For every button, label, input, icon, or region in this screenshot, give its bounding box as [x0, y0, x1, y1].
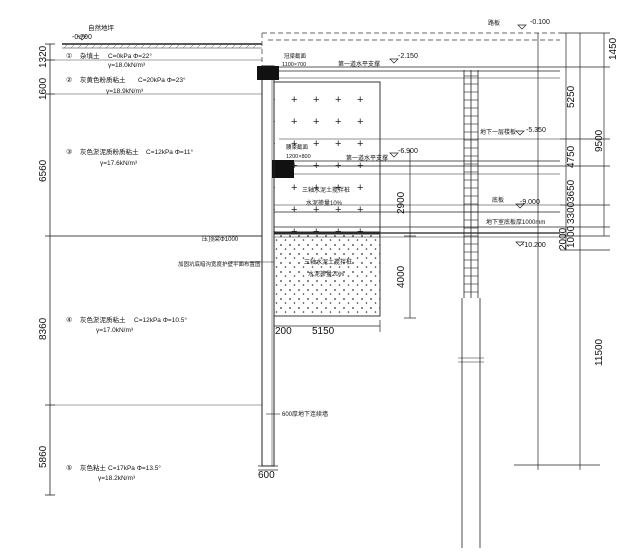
left-dim-5: 5860: [38, 445, 49, 468]
left-dim-2: 1600: [38, 77, 49, 100]
upper-reinforced-zone: [273, 81, 381, 233]
svg-text:C=12kPa Φ=11°: C=12kPa Φ=11°: [146, 148, 193, 156]
svg-text:γ=17.6kN/m³: γ=17.6kN/m³: [100, 160, 138, 167]
svg-text:灰色淤泥质粉质粘土: 灰色淤泥质粉质粘土: [80, 147, 139, 156]
right-dim-total-2: 11500: [594, 338, 605, 366]
zone-dim-1: 2900: [396, 191, 407, 214]
soil-layer-1: ① 杂填土 C=0kPa Φ=22° γ=18.0kN/m³: [66, 51, 152, 69]
soil-layer-2: ② 灰黄色粉质粘土 C=20kPa Φ=23° γ=18.9kN/m³: [66, 75, 186, 95]
wall-note: 600厚地下连续墙: [282, 410, 328, 418]
capping-beam: [257, 66, 279, 80]
capping-beam-label: 冠梁截面: [284, 52, 307, 60]
ground-elev: -0.700: [72, 34, 92, 41]
elevation-markers: [77, 24, 527, 247]
left-dimension-line: [45, 43, 55, 496]
ground-hatch: [63, 43, 258, 49]
floor-elev: -5.350: [526, 127, 546, 134]
svg-text:②: ②: [66, 76, 72, 84]
ground-surface: [62, 43, 262, 49]
svg-text:⑤: ⑤: [66, 464, 72, 472]
layer-boundaries: [50, 59, 262, 406]
right-dimension-lines: [404, 32, 610, 470]
right-dim-5: 3300: [566, 201, 577, 224]
right-dim-6: 2000: [558, 227, 569, 250]
strut2-elev: -6.900: [398, 148, 418, 155]
svg-text:C=0kPa Φ=22°: C=0kPa Φ=22°: [108, 52, 152, 60]
capping-beam-size: 1100×700: [282, 62, 306, 68]
right-dim-3: 4750: [566, 145, 577, 168]
soil-layer-5: ⑤ 灰色粘土 C=17kPa Φ=13.5° γ=18.2kN/m³: [66, 463, 161, 482]
strut1-elev: -2.150: [398, 53, 418, 60]
right-dim-4: 3650: [566, 179, 577, 202]
lower-reinforced-zone: [273, 233, 381, 317]
svg-text:灰黄色粉质粘土: 灰黄色粉质粘土: [80, 75, 126, 84]
svg-text:③: ③: [66, 148, 72, 156]
svg-text:C=17kPa Φ=13.5°: C=17kPa Φ=13.5°: [108, 464, 161, 472]
left-dim-1: 1320: [38, 45, 49, 68]
svg-text:灰色淤泥质粘土: 灰色淤泥质粘土: [80, 315, 126, 324]
svg-text:γ=17.0kN/m³: γ=17.0kN/m³: [96, 327, 134, 334]
lower-mix-line2: 水泥掺量20%: [308, 270, 345, 278]
bottom-pile-dim: 600: [258, 470, 275, 481]
paving-label: 路板: [488, 19, 500, 27]
strut1-label: 第一道水平支撑: [338, 60, 380, 68]
column-ties: [464, 75, 478, 293]
left-dim-3: 6560: [38, 159, 49, 182]
soil-layer-3: ③ 灰色淤泥质粉质粘土 C=12kPa Φ=11° γ=17.6kN/m³: [66, 147, 193, 167]
left-dim-4: 8360: [38, 317, 49, 340]
floor-label: 地下一层楼板: [480, 128, 516, 136]
reinforce-note: 加固坑底暗沟宽度护壁平面布置图: [178, 260, 261, 268]
strut2-label: 第一道水平支撑: [346, 154, 388, 162]
base-bottom-elev: -10.200: [522, 242, 546, 249]
base-elev: -9.000: [520, 199, 540, 206]
svg-text:γ=18.2kN/m³: γ=18.2kN/m³: [98, 475, 136, 482]
svg-text:④: ④: [66, 316, 72, 324]
ground-label: 自然地坪: [88, 23, 115, 32]
svg-text:C=12kPa Φ=10.5°: C=12kPa Φ=10.5°: [134, 316, 187, 324]
bottom-dim-2: 5150: [312, 326, 335, 337]
svg-text:①: ①: [66, 52, 72, 60]
base-label: 底板: [492, 196, 504, 204]
bottom-dim-1: 200: [275, 326, 292, 337]
right-dim-2: 5250: [566, 85, 577, 108]
right-dim-total-1: 9500: [594, 129, 605, 152]
pile-note: 压顶梁Φ1000: [202, 235, 239, 243]
right-dim-1: 1450: [608, 37, 619, 60]
svg-text:γ=18.9kN/m³: γ=18.9kN/m³: [106, 88, 144, 95]
top-elev: -0.100: [530, 19, 550, 26]
svg-text:杂填土: 杂填土: [80, 51, 100, 60]
waist-beam-label: 腰梁截面: [286, 143, 309, 151]
waist-beam-size: 1200×800: [286, 154, 311, 160]
upper-mix-line2: 水泥掺量10%: [306, 199, 343, 207]
svg-text:γ=18.0kN/m³: γ=18.0kN/m³: [108, 62, 146, 69]
right-dim-7: 1000: [566, 225, 577, 248]
bottom-dimension-lines: [258, 320, 381, 471]
svg-text:灰色粘土: 灰色粘土: [80, 463, 107, 472]
base-note: 地下室底板厚1000mm: [486, 218, 545, 226]
leader-lines: [228, 235, 280, 415]
lattice-column: [458, 70, 484, 548]
upper-mix-line1: 三轴水泥土搅拌桩: [302, 186, 350, 194]
excavation-outline: [261, 32, 560, 66]
svg-text:C=20kPa Φ=23°: C=20kPa Φ=23°: [138, 76, 186, 84]
lower-mix-line1: 三轴水泥土搅拌桩: [304, 258, 352, 266]
soil-layer-4: ④ 灰色淤泥质粘土 C=12kPa Φ=10.5° γ=17.0kN/m³: [66, 315, 187, 334]
zone-dim-2: 4000: [396, 265, 407, 288]
